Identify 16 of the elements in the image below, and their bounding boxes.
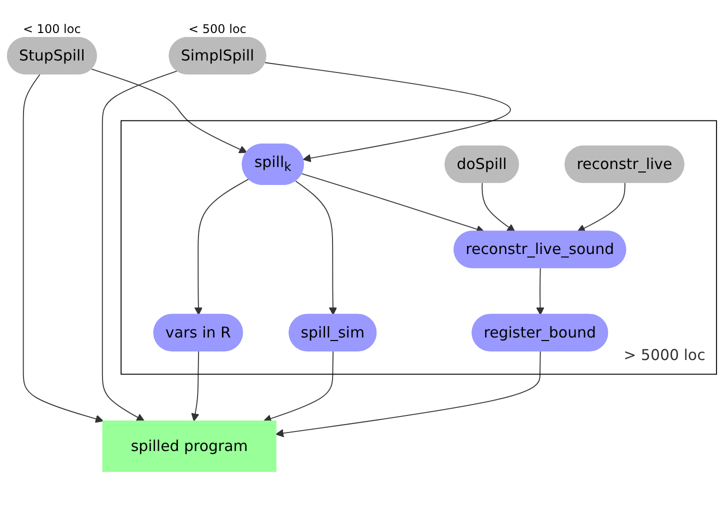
- arrow: [276, 350, 541, 437]
- arrow: [482, 182, 516, 232]
- arrow: [263, 350, 334, 422]
- arrow: [91, 68, 248, 153]
- arrow: [295, 180, 338, 315]
- arrow: [191, 350, 200, 421]
- node-box: spilled program: [102, 420, 276, 472]
- arrow: [577, 182, 626, 232]
- arrow: [194, 178, 250, 315]
- arrow: [102, 70, 178, 421]
- node-caption: < 500 loc: [188, 22, 246, 36]
- node-caption: < 100 loc: [22, 22, 81, 36]
- arrow: [264, 62, 511, 162]
- arrow: [22, 73, 104, 422]
- arrow: [536, 267, 544, 315]
- arrow: [301, 172, 484, 233]
